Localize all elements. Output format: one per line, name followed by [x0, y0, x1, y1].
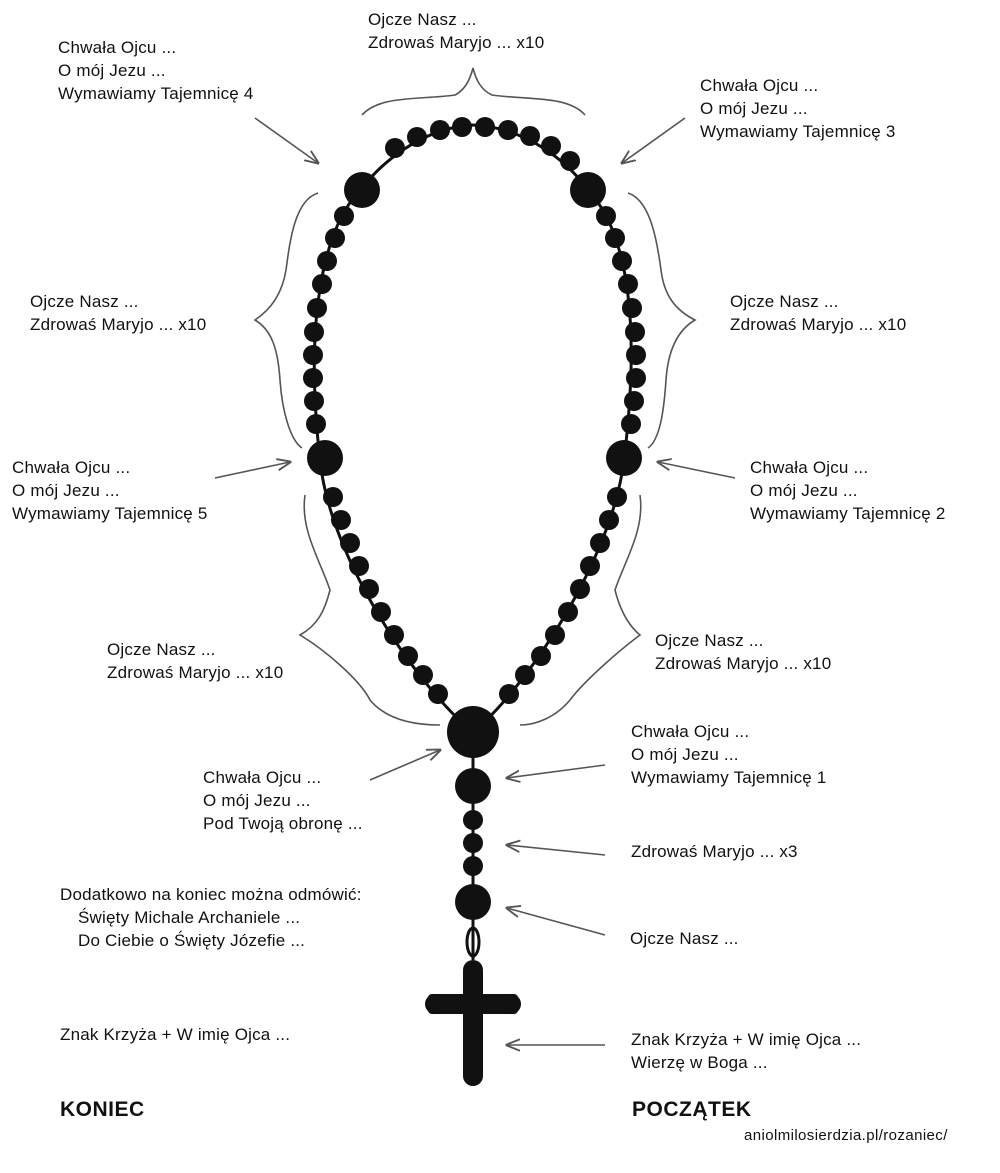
small-bead — [317, 251, 337, 271]
small-bead — [304, 391, 324, 411]
arrows — [214, 117, 736, 1045]
brace-upper-right — [627, 192, 697, 449]
small-bead — [349, 556, 369, 576]
small-bead — [413, 665, 433, 685]
small-bead — [312, 274, 332, 294]
arrow-mystery-4 — [254, 117, 318, 163]
small-bead — [498, 120, 518, 140]
arrow-mystery-5 — [214, 462, 290, 479]
label-top-decade: Ojcze Nasz ...Zdrowaś Maryjo ... x10 — [368, 10, 545, 52]
small-bead — [607, 487, 627, 507]
large-bead — [455, 884, 491, 920]
small-bead — [325, 228, 345, 248]
large-bead — [606, 440, 642, 476]
small-bead — [323, 487, 343, 507]
label-closing-prayers: Chwała Ojcu ...O mój Jezu ...Pod Twoją o… — [203, 768, 363, 833]
label-mystery-5: Chwała Ojcu ...O mój Jezu ...Wymawiamy T… — [12, 458, 208, 523]
small-bead — [621, 414, 641, 434]
small-bead — [475, 117, 495, 137]
small-bead — [463, 810, 483, 830]
brace-lower-left — [298, 494, 441, 726]
small-bead — [520, 126, 540, 146]
small-bead — [545, 625, 565, 645]
small-bead — [384, 625, 404, 645]
small-bead — [303, 345, 323, 365]
heading-end: KONIEC — [60, 1098, 145, 1121]
small-bead — [590, 533, 610, 553]
small-bead — [371, 602, 391, 622]
label-extra-prayers: Dodatkowo na koniec można odmówić: Święt… — [60, 885, 362, 950]
rosary-link — [465, 926, 481, 958]
small-bead — [463, 833, 483, 853]
label-mystery-3: Chwała Ojcu ...O mój Jezu ...Wymawiamy T… — [700, 76, 896, 141]
small-bead — [531, 646, 551, 666]
label-mystery-4: Chwała Ojcu ...O mój Jezu ...Wymawiamy T… — [58, 38, 254, 103]
small-bead — [612, 251, 632, 271]
arrow-mystery-3 — [622, 117, 686, 163]
braces — [253, 67, 697, 726]
arrow-mystery-1 — [507, 764, 606, 778]
small-bead — [307, 298, 327, 318]
arrow-closing — [369, 750, 440, 781]
large-bead — [455, 768, 491, 804]
small-bead — [359, 579, 379, 599]
small-bead — [541, 136, 561, 156]
large-bead — [447, 706, 499, 758]
arrow-our-father — [507, 908, 606, 936]
small-bead — [407, 127, 427, 147]
label-upper-right-decade: Ojcze Nasz ...Zdrowaś Maryjo ... x10 — [730, 292, 907, 334]
small-bead — [570, 579, 590, 599]
label-sign-start: Znak Krzyża + W imię Ojca ...Wierzę w Bo… — [631, 1030, 862, 1072]
small-bead — [430, 120, 450, 140]
crucifix — [425, 960, 521, 1086]
small-bead — [331, 510, 351, 530]
small-bead — [560, 151, 580, 171]
small-bead — [596, 206, 616, 226]
small-bead — [622, 298, 642, 318]
label-mystery-2: Chwała Ojcu ...O mój Jezu ...Wymawiamy T… — [750, 458, 946, 523]
small-bead — [580, 556, 600, 576]
label-lower-right-decade: Ojcze Nasz ...Zdrowaś Maryjo ... x10 — [655, 631, 832, 673]
small-bead — [463, 856, 483, 876]
small-bead — [499, 684, 519, 704]
small-bead — [452, 117, 472, 137]
arrow-mystery-2 — [658, 462, 736, 479]
rosary-beads — [303, 117, 646, 920]
small-bead — [626, 368, 646, 388]
large-bead — [307, 440, 343, 476]
small-bead — [304, 322, 324, 342]
small-bead — [334, 206, 354, 226]
small-bead — [385, 138, 405, 158]
rosary-chain — [312, 123, 633, 734]
large-bead — [570, 172, 606, 208]
small-bead — [515, 665, 535, 685]
small-bead — [306, 414, 326, 434]
small-bead — [626, 345, 646, 365]
heading-start: POCZĄTEK — [632, 1098, 752, 1121]
small-bead — [398, 646, 418, 666]
arrow-hail-mary-x3 — [507, 845, 606, 856]
large-bead — [344, 172, 380, 208]
label-mystery-1: Chwała Ojcu ...O mój Jezu ...Wymawiamy T… — [631, 722, 827, 787]
small-bead — [428, 684, 448, 704]
small-bead — [558, 602, 578, 622]
small-bead — [618, 274, 638, 294]
small-bead — [625, 322, 645, 342]
label-lower-left-decade: Ojcze Nasz ...Zdrowaś Maryjo ... x10 — [107, 640, 284, 682]
small-bead — [624, 391, 644, 411]
small-bead — [340, 533, 360, 553]
brace-upper-left — [253, 192, 319, 449]
label-our-father: Ojcze Nasz ... — [630, 929, 739, 948]
small-bead — [599, 510, 619, 530]
source-url: aniolmilosierdzia.pl/rozaniec/ — [744, 1127, 948, 1144]
label-hail-mary-x3: Zdrowaś Maryjo ... x3 — [631, 842, 798, 861]
small-bead — [303, 368, 323, 388]
label-upper-left-decade: Ojcze Nasz ...Zdrowaś Maryjo ... x10 — [30, 292, 207, 334]
brace-top — [361, 67, 586, 116]
label-sign-end: Znak Krzyża + W imię Ojca ... — [60, 1025, 291, 1044]
brace-lower-right — [519, 494, 642, 726]
small-bead — [605, 228, 625, 248]
